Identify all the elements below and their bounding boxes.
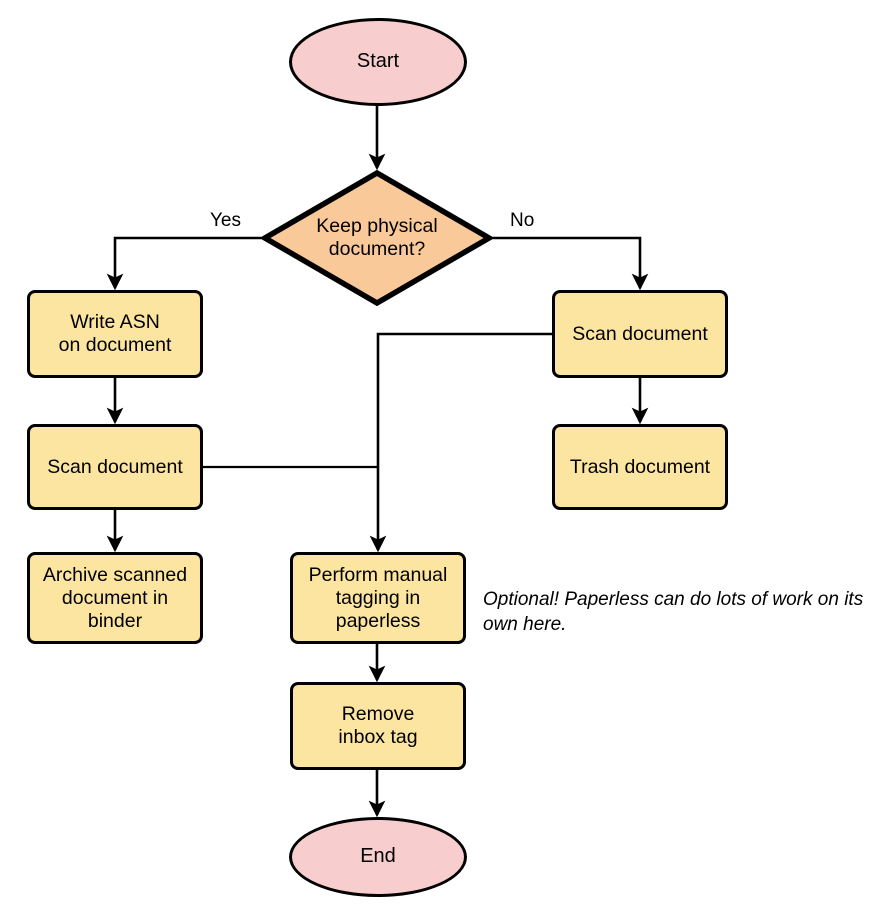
edge-label-yes: Yes	[210, 210, 241, 231]
node-remove-inbox-tag[interactable]: Remove inbox tag	[290, 682, 466, 770]
node-perform-manual-tagging-label: Perform manual tagging in paperless	[308, 563, 448, 632]
node-archive-scanned-document-label: Archive scanned document in binder	[42, 563, 188, 632]
node-write-asn[interactable]: Write ASN on document	[27, 290, 203, 378]
node-scan-document-right[interactable]: Scan document	[552, 290, 728, 378]
annotation-optional-note-text: Optional! Paperless can do lots of work …	[483, 589, 864, 635]
annotation-optional-note: Optional! Paperless can do lots of work …	[483, 588, 883, 637]
node-write-asn-label: Write ASN on document	[58, 311, 172, 356]
diamond-shape	[262, 170, 492, 306]
node-perform-manual-tagging[interactable]: Perform manual tagging in paperless	[290, 552, 466, 644]
node-start[interactable]: Start	[289, 18, 467, 106]
node-keep-physical-document[interactable]: Keep physical document?	[262, 170, 492, 306]
edge-yes-to-write-asn	[106, 236, 262, 291]
node-scan-document-left-label: Scan document	[47, 455, 183, 478]
node-scan-document-left[interactable]: Scan document	[27, 424, 203, 510]
node-scan-document-right-label: Scan document	[572, 322, 708, 345]
edge-no-to-scan-right	[492, 236, 649, 291]
node-end[interactable]: End	[289, 817, 467, 897]
node-trash-document-label: Trash document	[569, 455, 711, 478]
node-start-label: Start	[356, 50, 400, 73]
node-remove-inbox-tag-label: Remove inbox tag	[338, 703, 418, 748]
node-trash-document[interactable]: Trash document	[552, 424, 728, 510]
node-archive-scanned-document[interactable]: Archive scanned document in binder	[27, 552, 203, 644]
edge-scan-right-to-tagging	[369, 332, 552, 553]
node-end-label: End	[360, 845, 396, 868]
edge-label-no: No	[510, 210, 535, 231]
node-keep-physical-document-label: Keep physical document?	[316, 215, 438, 260]
